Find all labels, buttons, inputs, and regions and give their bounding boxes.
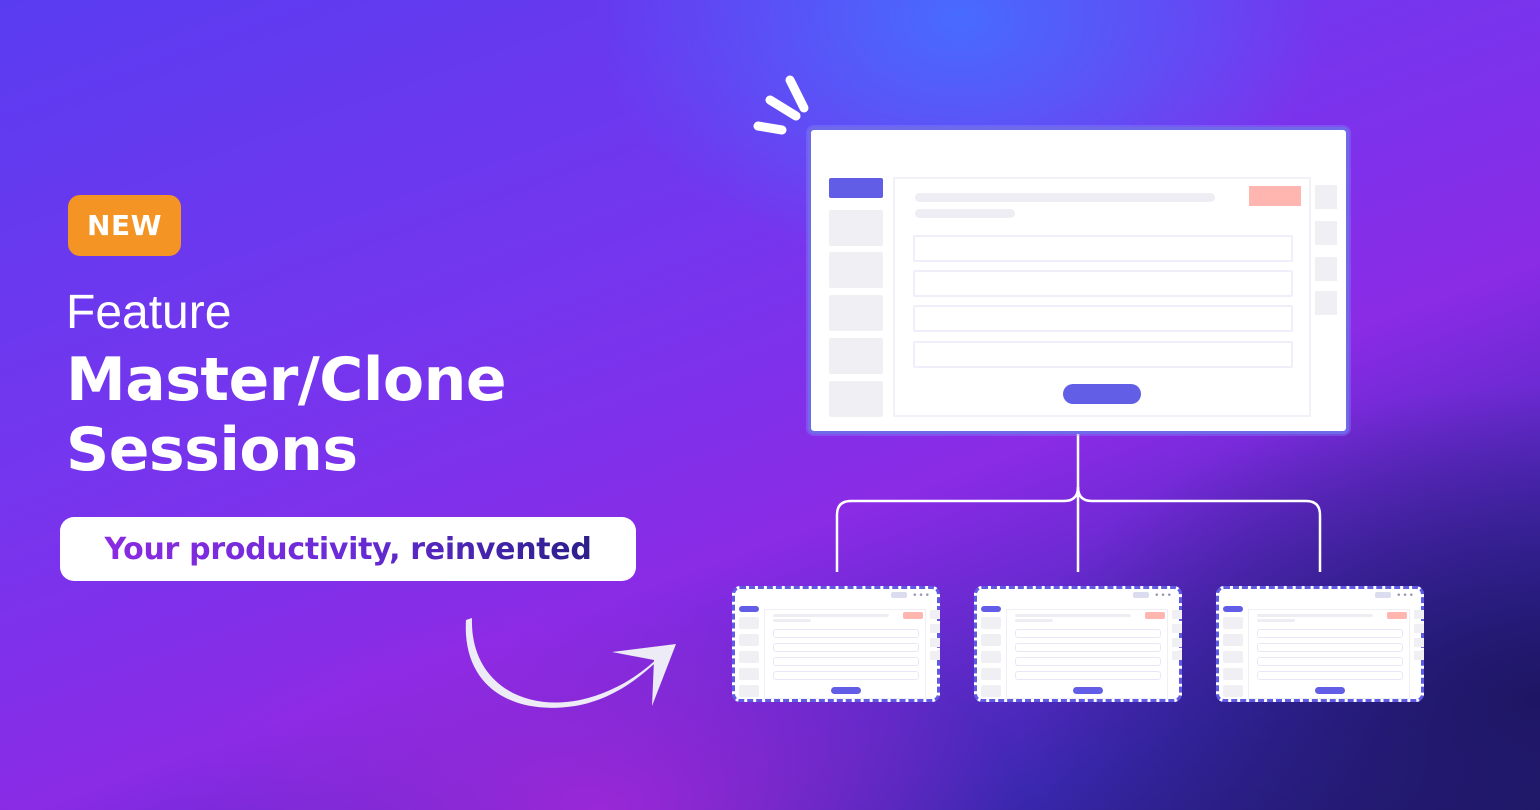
clone-window-1: ••• [732, 586, 940, 702]
content-panel [764, 609, 926, 699]
right-rail-item [930, 638, 940, 647]
content-panel [1006, 609, 1168, 699]
placeholder-line [773, 614, 889, 617]
submit-button-shape [1073, 687, 1103, 694]
sidebar-item [1223, 685, 1243, 697]
eyebrow-text: Feature [66, 286, 232, 339]
placeholder-line [1257, 614, 1373, 617]
form-field [913, 235, 1293, 262]
new-badge: NEW [68, 195, 181, 256]
sidebar-item-active [1223, 606, 1243, 612]
sidebar-item-active [981, 606, 1001, 612]
form-field [1257, 657, 1403, 666]
form-field [1257, 671, 1403, 680]
title-line-2: Sessions [66, 415, 358, 485]
title-line-1: Master/Clone [66, 345, 507, 415]
placeholder-line [1015, 614, 1131, 617]
right-rail-item [1172, 651, 1182, 660]
placeholder-line [915, 193, 1215, 202]
form-field [773, 629, 919, 638]
sidebar-item [829, 210, 883, 246]
alert-block [1145, 612, 1165, 619]
sidebar-item [829, 381, 883, 417]
sidebar-item [981, 617, 1001, 629]
tagline-pill: Your productivity, reinvented [60, 517, 636, 581]
tab-pill [1133, 592, 1149, 598]
right-rail-item [930, 624, 940, 633]
right-rail-item [930, 610, 940, 619]
right-rail-item [1315, 185, 1337, 209]
form-field [1015, 657, 1161, 666]
right-rail-item [1315, 221, 1337, 245]
right-rail-item [1315, 291, 1337, 315]
right-rail-item [1414, 624, 1424, 633]
form-field [913, 270, 1293, 297]
tab-pill [891, 592, 907, 598]
right-rail-item [930, 651, 940, 660]
form-field [773, 657, 919, 666]
submit-button-shape [1315, 687, 1345, 694]
sidebar-item [739, 634, 759, 646]
sidebar-item [739, 617, 759, 629]
tab-pill [1375, 592, 1391, 598]
form-field [1257, 643, 1403, 652]
sidebar-item [1223, 668, 1243, 680]
submit-button-shape [831, 687, 861, 694]
form-field [1015, 671, 1161, 680]
right-rail-item [1315, 257, 1337, 281]
right-rail-item [1414, 638, 1424, 647]
alert-block [1387, 612, 1407, 619]
form-field [773, 671, 919, 680]
clone-window-3: ••• [1216, 586, 1424, 702]
submit-button-shape [1063, 384, 1141, 404]
placeholder-line [1015, 619, 1053, 622]
content-panel [1248, 609, 1410, 699]
form-field [913, 305, 1293, 332]
right-rail-item [1172, 638, 1182, 647]
right-rail-item [1414, 610, 1424, 619]
right-rail-item [1414, 651, 1424, 660]
form-field [773, 643, 919, 652]
sidebar-item [829, 338, 883, 374]
sidebar-item [981, 685, 1001, 697]
sidebar-item [981, 634, 1001, 646]
form-field [1015, 629, 1161, 638]
right-rail-item [1172, 610, 1182, 619]
form-field [913, 341, 1293, 368]
alert-block [903, 612, 923, 619]
sidebar-item [981, 651, 1001, 663]
master-window [808, 127, 1349, 434]
alert-block [1249, 186, 1301, 206]
sidebar-item [829, 295, 883, 331]
sidebar-item [981, 668, 1001, 680]
sidebar-item [739, 651, 759, 663]
sidebar-item [1223, 651, 1243, 663]
sidebar-item [739, 668, 759, 680]
right-rail-item [1172, 624, 1182, 633]
placeholder-line [915, 209, 1015, 218]
form-field [1257, 629, 1403, 638]
more-dots-icon: ••• [1396, 591, 1415, 601]
sidebar-item [1223, 634, 1243, 646]
more-dots-icon: ••• [912, 591, 931, 601]
sidebar-item [829, 252, 883, 288]
sparkle-icon [753, 75, 809, 135]
sidebar-item [739, 685, 759, 697]
sidebar-item-active [829, 178, 883, 198]
curved-arrow-icon [465, 618, 676, 708]
clone-window-2: ••• [974, 586, 1182, 702]
content-panel [893, 177, 1311, 417]
page-title: Master/Clone Sessions [66, 345, 507, 485]
connector-tree [835, 434, 1322, 572]
form-field [1015, 643, 1161, 652]
tagline-text: Your productivity, reinvented [104, 531, 592, 567]
placeholder-line [773, 619, 811, 622]
more-dots-icon: ••• [1154, 591, 1173, 601]
placeholder-line [1257, 619, 1295, 622]
sidebar-item-active [739, 606, 759, 612]
sidebar-item [1223, 617, 1243, 629]
